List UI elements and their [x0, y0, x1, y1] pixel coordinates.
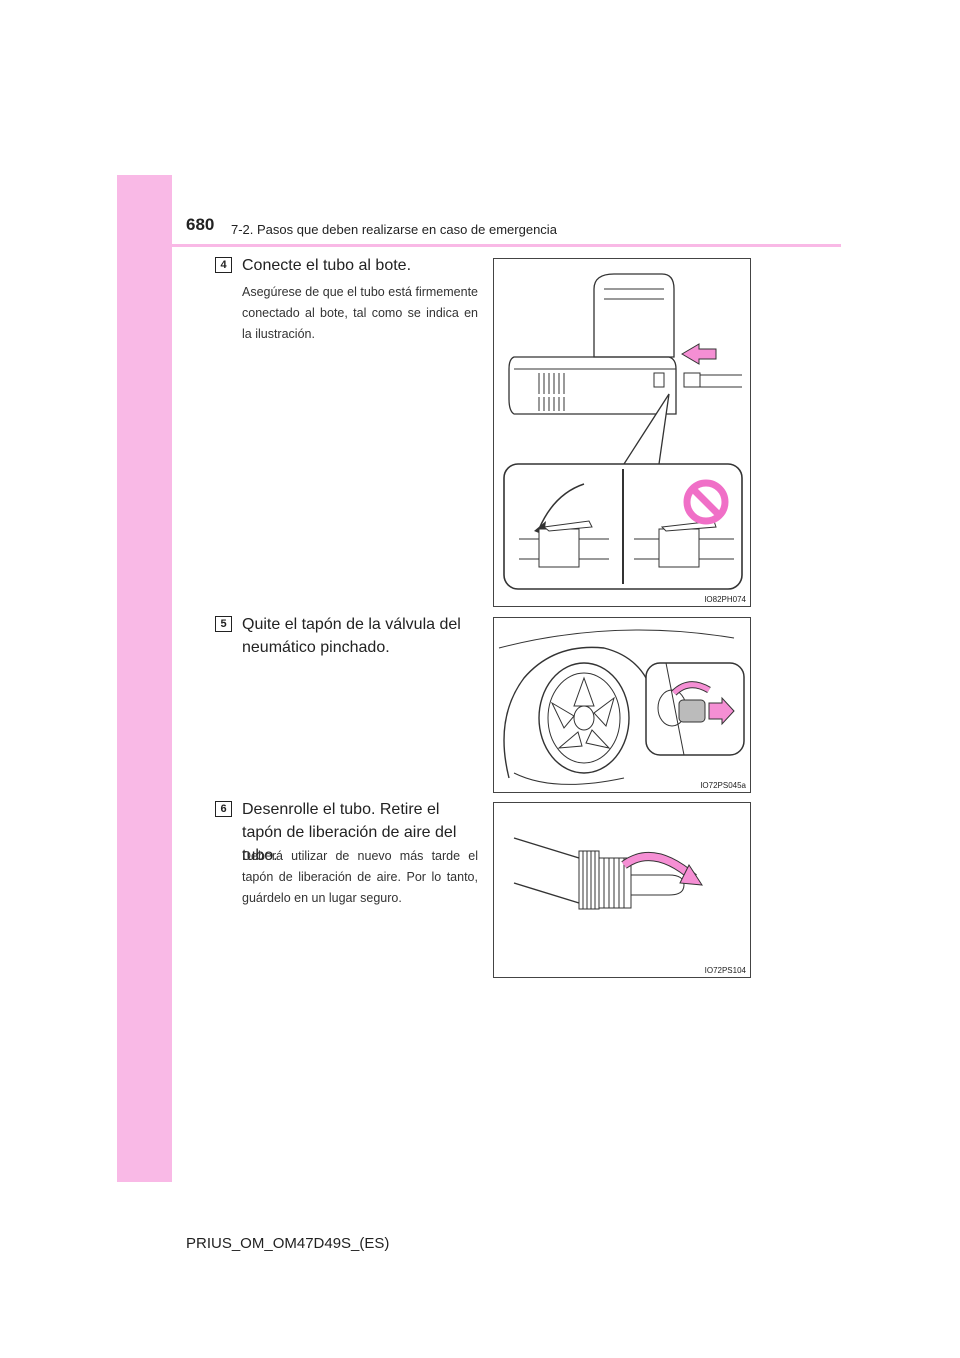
page-number: 680 — [186, 215, 215, 234]
footer-doc-code: PRIUS_OM_OM47D49S_(ES) — [186, 1235, 390, 1252]
header-rule — [117, 244, 841, 247]
step-number-6: 6 — [215, 801, 232, 817]
figure-release-cap: IO72PS104 — [493, 802, 751, 978]
step-number-5: 5 — [215, 616, 232, 632]
figure-id: IO82PH074 — [704, 595, 746, 604]
hose-cap-illustration — [513, 837, 703, 910]
step-number-4: 4 — [215, 257, 232, 273]
step-6-note: Deberá utilizar de nuevo más tarde el ta… — [242, 849, 478, 905]
step-4-note: Asegúrese de que el tubo está firmemente… — [242, 285, 478, 341]
step-6-title: Desenrolle el tubo. Retire el tapón de l… — [242, 801, 457, 864]
side-tab-band — [117, 175, 172, 1182]
figure-tube-to-bottle: IO82PH074 — [493, 258, 751, 607]
step-4-title: Conecte el tubo al bote. — [242, 257, 412, 274]
wheel-valve-illustration — [498, 629, 745, 785]
figure-valve-cap: IO72PS045a — [493, 617, 751, 793]
step-5-title: Quite el tapón de la válvula del neumáti… — [242, 616, 461, 656]
chapter-title: 7-2. Pasos que deben realizarse en caso … — [231, 222, 557, 237]
figure-id: IO72PS045a — [700, 781, 746, 790]
figure-id: IO72PS104 — [704, 966, 746, 975]
tube-bottle-illustration — [503, 273, 743, 590]
